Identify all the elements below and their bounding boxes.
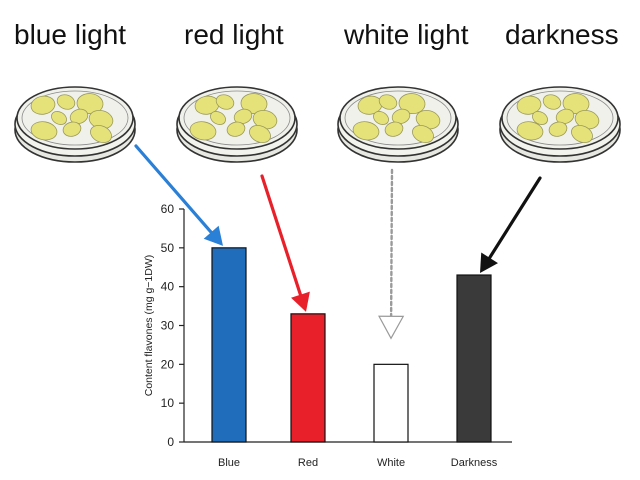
- y-tick-label: 0: [167, 435, 174, 449]
- callus-blob: [69, 108, 89, 125]
- callus-blob: [384, 121, 404, 137]
- callus-blob: [412, 124, 434, 144]
- arrow-icon: [480, 176, 542, 274]
- x-tick-label: Blue: [218, 457, 240, 469]
- callus-blob: [398, 93, 426, 115]
- callus-blob: [76, 93, 104, 115]
- petri-dish-icon: [176, 86, 298, 163]
- x-tick-label: White: [377, 457, 405, 469]
- callus-blob: [391, 108, 411, 125]
- callus-blob: [548, 121, 568, 137]
- callus-blob: [542, 94, 562, 110]
- y-tick-label: 30: [161, 319, 175, 333]
- x-tick-label: Darkness: [451, 457, 498, 469]
- callus-blob: [240, 93, 268, 115]
- callus-blob: [210, 111, 226, 125]
- bar-white: [373, 363, 409, 443]
- y-tick-label: 40: [161, 280, 175, 294]
- callus-blob: [249, 124, 271, 144]
- callus-blob: [571, 124, 593, 144]
- callus-blob: [555, 108, 575, 125]
- condition-label-red-light: red light: [184, 19, 284, 50]
- callus-blob: [226, 121, 246, 137]
- y-tick-label: 20: [161, 357, 175, 371]
- y-tick-label: 60: [161, 202, 175, 216]
- callus-blob: [30, 121, 58, 141]
- y-tick-label: 50: [161, 241, 175, 255]
- arrows: [134, 144, 542, 340]
- callus-blob: [62, 121, 82, 137]
- arrow-icon: [134, 144, 223, 246]
- y-axis-label: Content flavones (mg g−1DW): [143, 255, 155, 397]
- x-tick-label: Red: [298, 457, 318, 469]
- petri-dish-icon: [337, 86, 459, 163]
- arrow-icon: [378, 168, 405, 340]
- petri-dish-icon: [14, 86, 136, 163]
- bar-red: [290, 313, 326, 443]
- callus-blob: [189, 121, 217, 141]
- callus-blob: [30, 95, 56, 115]
- callus-blob: [56, 94, 76, 110]
- petri-dishes: [14, 86, 621, 163]
- callus-blob: [532, 111, 548, 125]
- callus-blob: [378, 94, 398, 110]
- condition-label-white-light: white light: [344, 19, 469, 50]
- callus-blob: [516, 121, 544, 141]
- callus-blob: [51, 111, 67, 125]
- callus-blob: [233, 108, 253, 125]
- callus-blob: [352, 121, 380, 141]
- y-tick-label: 10: [161, 396, 175, 410]
- petri-dish-icon: [499, 86, 621, 163]
- callus-blob: [516, 95, 542, 115]
- callus-blob: [215, 94, 235, 110]
- callus-blob: [373, 111, 389, 125]
- bar-blue: [211, 247, 247, 443]
- condition-label-darkness: darkness: [505, 19, 619, 50]
- callus-blob: [90, 124, 112, 144]
- bar-darkness: [456, 274, 492, 443]
- callus-blob: [562, 93, 590, 115]
- arrow-icon: [260, 174, 310, 312]
- condition-label-blue-light: blue light: [14, 19, 127, 50]
